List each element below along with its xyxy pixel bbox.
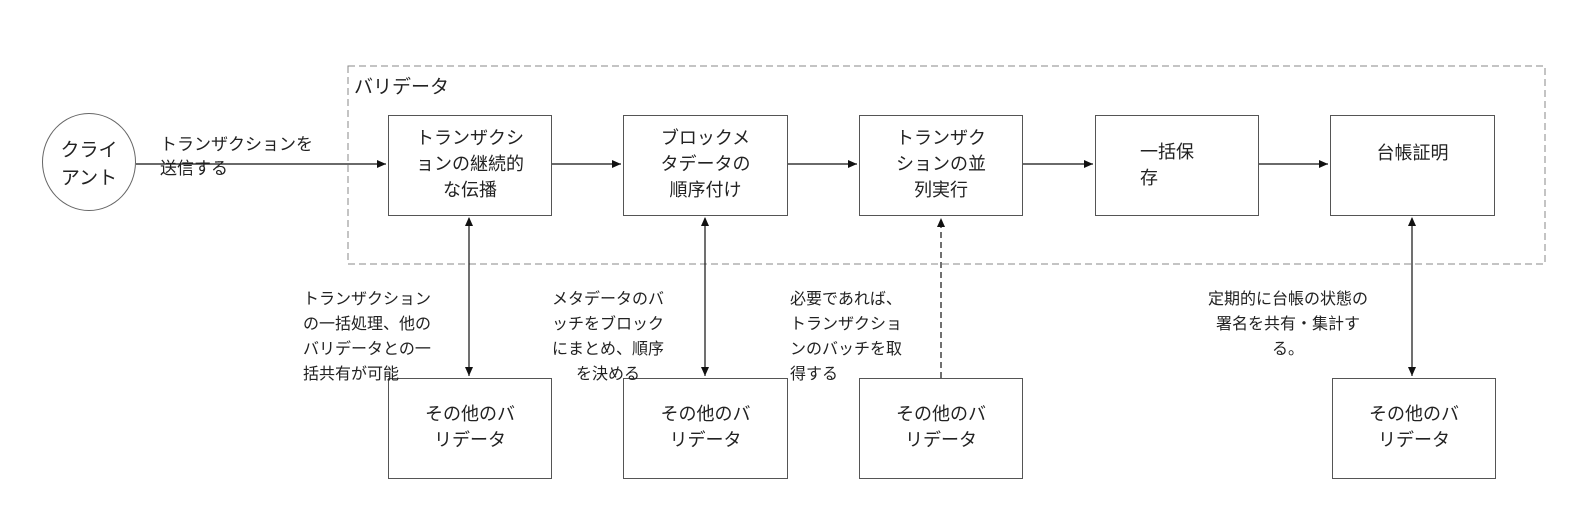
step-ledger-certification-label: 台帳証明 [1376, 143, 1449, 164]
client-label: クライ アント [60, 139, 118, 189]
step-block-metadata-ordering [623, 115, 788, 216]
other-validators-label: その他のバ リデータ [425, 404, 515, 451]
other-validators-label: その他のバ リデータ [1369, 404, 1459, 451]
validator-group-label: バリデータ [354, 76, 450, 98]
other-validators-box [1332, 378, 1496, 479]
client-node [42, 113, 136, 211]
note-batch-sharing: トランザクション の一括処理、他の バリデータとの一 括共有が可能 [303, 289, 432, 383]
note-metadata-ordering: メタデータのバ ッチをブロック にまとめ、順序 を決める [552, 289, 665, 383]
step-batch-storage [1095, 115, 1259, 216]
other-validators-box [623, 378, 788, 479]
other-validators-box [859, 378, 1023, 479]
note-fetch-batches: 必要であれば、 トランザクショ ンのバッチを取 得する [790, 289, 903, 383]
client-edge-label: トランザクションを 送信する [160, 135, 313, 179]
validator-group-outline [347, 65, 1546, 265]
step-parallel-execution [859, 115, 1023, 216]
other-validators-box [388, 378, 552, 479]
other-validators-label: その他のバ リデータ [896, 404, 986, 451]
step-continuous-propagation-label: トランザクシ ョンの継続的 な伝播 [416, 128, 524, 201]
step-continuous-propagation [388, 115, 552, 216]
step-ledger-certification [1330, 115, 1495, 216]
step-block-metadata-ordering-label: ブロックメ タデータの 順序付け [660, 128, 751, 201]
other-validators-label: その他のバ リデータ [660, 404, 751, 451]
note-ledger-signatures: 定期的に台帳の状態の 署名を共有・集計す る。 [1208, 289, 1369, 358]
step-batch-storage-label: 一括保 存 [1140, 142, 1194, 189]
step-parallel-execution-label: トランザク ションの並 列実行 [896, 128, 986, 201]
